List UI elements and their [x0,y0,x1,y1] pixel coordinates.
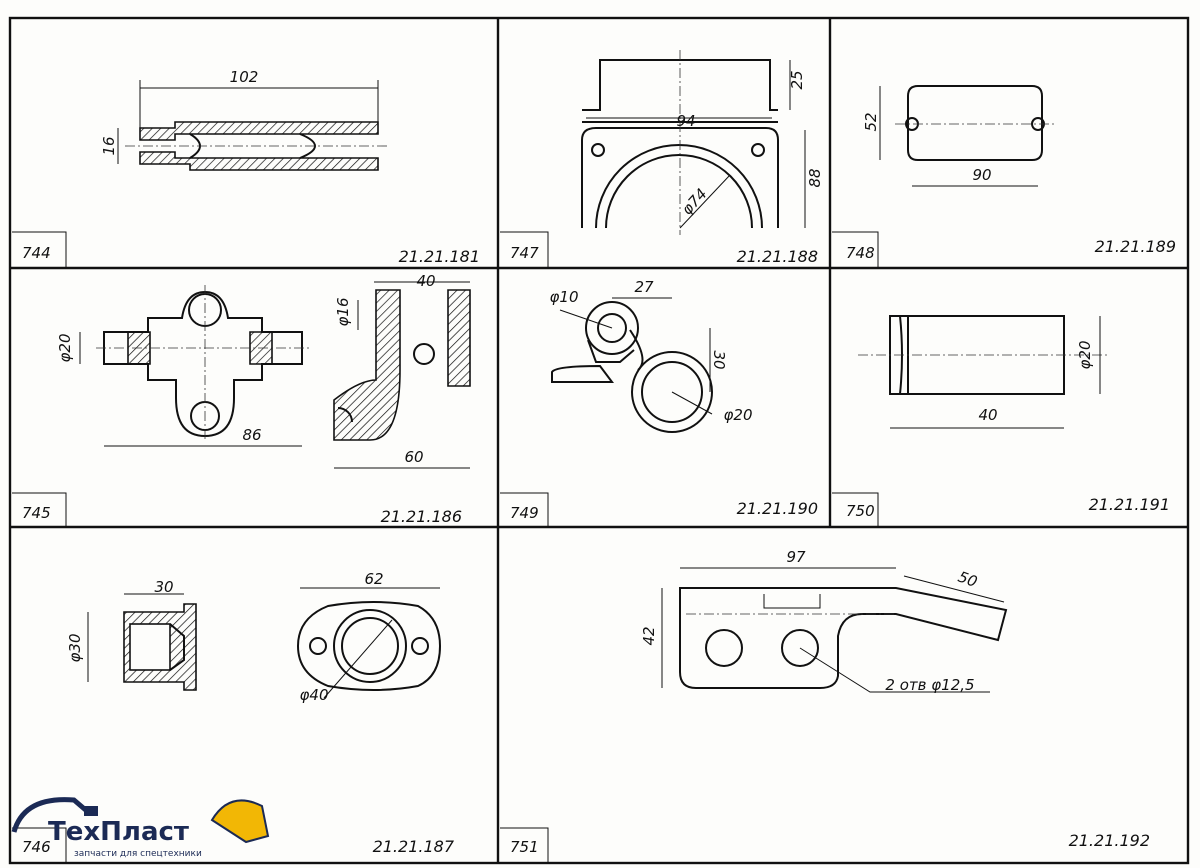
cell-number: 744 [22,244,51,262]
cell-745: φ20 86 40 φ16 60 745 21.21.186 [22,272,471,526]
cell-749: φ10 27 30 φ20 749 21.21.190 [510,278,818,522]
part-748-drawing [879,85,1055,187]
part-749-drawing [551,297,713,433]
cell-747: 94 25 88 φ74 747 21.21.188 [510,50,824,266]
cell-number: 747 [510,244,539,262]
excavator-bucket-icon [210,799,270,844]
cell-number: 748 [846,244,875,262]
excavator-arm-icon [11,797,90,833]
dim-748-height: 52 [862,112,880,131]
dim-746-bore: φ30 [66,634,84,663]
dim-745-bore: φ16 [334,298,352,327]
dim-746-length: 30 [154,578,173,596]
cell-number: 750 [846,502,875,520]
grid-frame [8,16,1190,865]
dim-745-length: 86 [242,426,261,444]
part-751-drawing [661,567,1008,693]
cell-744: 102 16 744 21.21.181 [22,68,480,266]
part-747-drawing [581,50,806,235]
dim-750-diameter: φ20 [1076,341,1094,370]
dim-747-height: 88 [806,168,824,187]
part-code: 21.21.190 [737,499,818,518]
dim-745-pin-diameter: φ20 [56,334,74,363]
dim-749-large-hole: φ20 [724,406,753,424]
part-code: 21.21.181 [399,247,480,266]
dim-751-height: 42 [640,626,658,645]
dim-751-arm: 50 [956,568,980,591]
brand-logo: ТехПласт запчасти для спецтехники [11,797,270,859]
cell-746: 30 φ30 62 φ40 746 21.21.187 [22,570,455,856]
logo-tagline: запчасти для спецтехники [74,849,202,859]
dim-747-rim: 25 [788,70,806,89]
dim-749-small-hole: φ10 [550,288,579,306]
part-code: 21.21.192 [1069,831,1150,850]
part-code: 21.21.187 [373,837,455,856]
cell-748: 52 90 748 21.21.189 [846,85,1176,262]
cell-750: φ20 40 750 21.21.191 [846,315,1170,520]
dim-744-length: 102 [230,68,259,86]
dim-747-width: 94 [676,112,695,130]
dim-749-spacing: 27 [634,278,654,296]
cell-number: 751 [510,838,539,856]
dim-746-flange-width: 62 [364,570,383,588]
dim-745-base: 60 [404,448,423,466]
part-code: 21.21.191 [1089,495,1170,514]
logo-name: ТехПласт [48,817,189,847]
part-code: 21.21.189 [1095,237,1176,256]
dim-749-offset: 30 [710,350,728,369]
dim-745-width: 40 [416,272,435,290]
part-code: 21.21.186 [381,507,462,526]
dim-751-holes: 2 отв φ12,5 [885,676,974,694]
cell-number: 746 [22,838,51,856]
dim-746-diameter: φ40 [300,686,329,704]
cell-number: 745 [22,504,51,522]
cell-751: 97 50 42 2 отв φ12,5 751 21.21.192 [510,548,1150,856]
part-744-drawing [117,80,390,171]
cell-number: 749 [510,504,539,522]
dim-747-diameter: φ74 [678,185,711,219]
dim-744-height: 16 [100,136,118,155]
part-745-drawing [79,281,471,469]
dim-748-width: 90 [972,166,991,184]
part-746-drawing [87,587,442,699]
part-code: 21.21.188 [737,247,818,266]
dim-750-length: 40 [978,406,997,424]
part-750-drawing [858,315,1110,429]
dim-751-length: 97 [786,548,806,566]
